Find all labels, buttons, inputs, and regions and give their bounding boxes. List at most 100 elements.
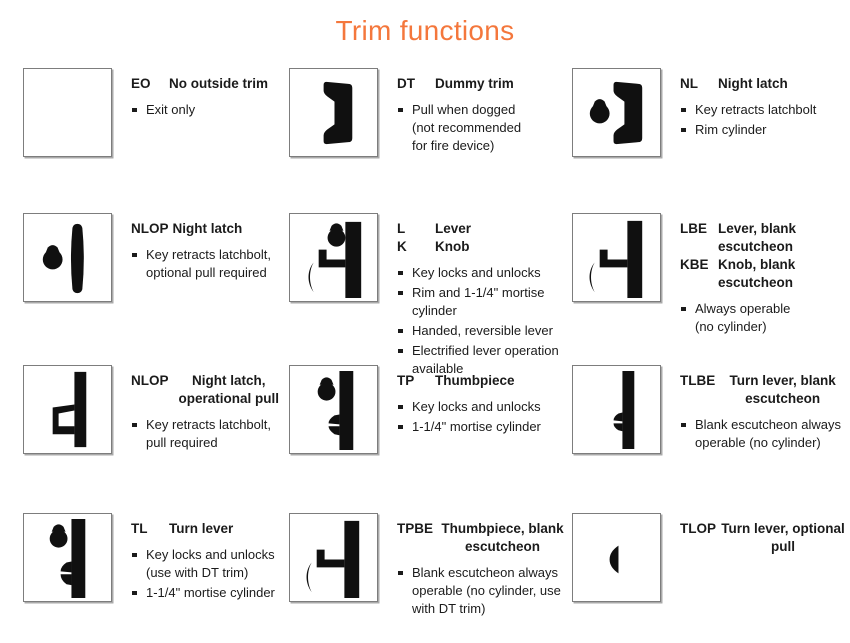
plate-lever-icon bbox=[306, 520, 360, 599]
bullet-item: Key locks and unlocks bbox=[397, 398, 568, 416]
trim-code: TP bbox=[397, 373, 415, 388]
trim-heading: EO No outside trim bbox=[131, 75, 285, 93]
trim-title: Night latch bbox=[718, 76, 788, 91]
trim-heading: NLOP Night latch, operational pull bbox=[131, 372, 285, 408]
trim-title: Dummy trim bbox=[435, 76, 514, 91]
trim-title: Thumbpiece, blank escutcheon bbox=[441, 521, 564, 554]
bullet-item: Rim cylinder bbox=[680, 121, 846, 139]
trim-code: DT bbox=[397, 76, 415, 91]
trim-title: Turn lever, blank escutcheon bbox=[729, 373, 836, 406]
trim-heading: TLBE Turn lever, blank escutcheon bbox=[680, 372, 846, 408]
bullet-item: Blank escutcheon always operable (no cyl… bbox=[397, 564, 568, 618]
trim-icon-box bbox=[572, 213, 661, 302]
trim-code: TL bbox=[131, 521, 148, 536]
bullet-item: Key locks and unlocks (use with DT trim) bbox=[131, 546, 285, 582]
empty-box-icon bbox=[24, 69, 111, 156]
trim-title: Night latch, operational pull bbox=[178, 373, 280, 406]
bullet-item: Key retracts latchbolt bbox=[680, 101, 846, 119]
trim-icon-box bbox=[289, 68, 378, 157]
trim-title: Knob, blank escutcheon bbox=[718, 257, 796, 290]
trim-code: EO bbox=[131, 76, 151, 91]
bullet-item: Handed, reversible lever bbox=[397, 322, 568, 340]
trim-title: Thumbpiece bbox=[435, 373, 515, 388]
trim-title: Night latch bbox=[172, 221, 243, 236]
trim-icon-box bbox=[289, 513, 378, 602]
trim-code: K bbox=[397, 239, 407, 254]
trim-icon-box bbox=[23, 68, 112, 157]
trim-title: Knob bbox=[435, 239, 470, 254]
trim-heading: TPBE Thumbpiece, blank escutcheon bbox=[397, 520, 568, 556]
pull-handle-cylinder-icon bbox=[589, 81, 643, 145]
trim-title: Lever, blank escutcheon bbox=[718, 221, 797, 254]
trim-bullets: Key retracts latchbolt, optional pull re… bbox=[131, 246, 285, 282]
pull-handle-icon bbox=[323, 81, 353, 145]
trim-bullets: Key locks and unlocks (use with DT trim)… bbox=[131, 546, 285, 602]
bullet-item: Electrified lever operation available bbox=[397, 342, 568, 378]
bullet-item: Exit only bbox=[131, 101, 285, 119]
trim-icon-box bbox=[289, 213, 378, 302]
bullet-item: Key retracts latchbolt, pull required bbox=[131, 416, 285, 452]
bullet-item: Key retracts latchbolt, optional pull re… bbox=[131, 246, 285, 282]
trim-icon-box bbox=[572, 513, 661, 602]
bullet-item: Blank escutcheon always operable (no cyl… bbox=[680, 416, 846, 452]
trim-heading: K Knob bbox=[397, 238, 568, 256]
bullet-item: Key locks and unlocks bbox=[397, 264, 568, 282]
plate-lever-icon bbox=[589, 220, 643, 299]
bullet-item: 1-1/4" mortise cylinder bbox=[131, 584, 285, 602]
bullet-item: Rim and 1-1/4" mortise cylinder bbox=[397, 284, 568, 320]
trim-bullets: Pull when dogged (not recommended for fi… bbox=[397, 101, 568, 155]
trim-icon-box bbox=[23, 513, 112, 602]
trim-code: NLOP bbox=[131, 221, 169, 236]
trim-code: TLBE bbox=[680, 373, 716, 388]
trim-code: TPBE bbox=[397, 521, 434, 536]
page-title: Trim functions bbox=[335, 15, 515, 46]
plate-cylinder-thumbpiece-icon bbox=[317, 370, 354, 451]
trim-code: LBE bbox=[680, 221, 707, 236]
trim-heading: TP Thumbpiece bbox=[397, 372, 568, 390]
trim-icon-box bbox=[23, 213, 112, 302]
trim-title: No outside trim bbox=[169, 76, 269, 91]
trim-heading: LBE Lever, blank escutcheon bbox=[680, 220, 846, 256]
trim-bullets: Always operable (no cylinder) bbox=[680, 300, 846, 336]
bullet-item: Pull when dogged (not recommended for fi… bbox=[397, 101, 568, 155]
trim-bullets: Key retracts latchbolt, pull required bbox=[131, 416, 285, 452]
trim-icon-box bbox=[572, 365, 661, 454]
trim-code: NLOP bbox=[131, 373, 169, 388]
trim-title: Lever bbox=[435, 221, 472, 236]
trim-title: Turn lever, optional pull bbox=[721, 521, 845, 554]
trim-icon-box bbox=[289, 365, 378, 454]
trim-heading: DT Dummy trim bbox=[397, 75, 568, 93]
trim-icon-box bbox=[23, 365, 112, 454]
plate-pull-handle-icon bbox=[52, 371, 87, 448]
plate-thumbturn-icon bbox=[613, 370, 635, 450]
